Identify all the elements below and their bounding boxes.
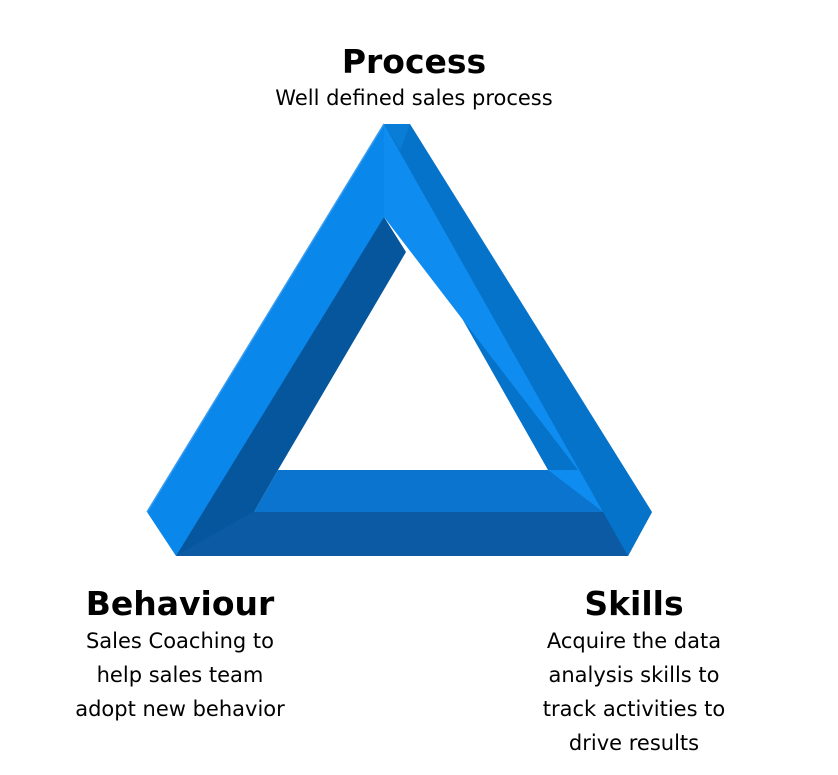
triangle-tip-face — [384, 124, 410, 150]
process-title: Process — [341, 42, 487, 81]
triangle-bottom-front-face — [176, 512, 652, 556]
skills-title: Skills — [584, 584, 684, 623]
behaviour-title: Behaviour — [85, 584, 275, 623]
behaviour-description-line: adopt new behavior — [75, 697, 285, 721]
triangle-right-side-face — [384, 124, 652, 556]
skills-description-line: analysis skills to — [548, 663, 720, 687]
triangle-bottom-top-face — [254, 470, 652, 512]
behaviour-description-line: Sales Coaching to — [85, 629, 275, 653]
skills-description-line: drive results — [568, 731, 700, 755]
triangle-left-edge-highlight — [146, 123, 385, 513]
triangle-left-front-face — [147, 124, 406, 556]
behaviour-description: Sales Coaching to help sales team adopt … — [50, 624, 310, 726]
process-description: Well defined sales process — [259, 81, 569, 115]
skills-description: Acquire the data analysis skills to trac… — [518, 624, 750, 760]
process-description-line: Well defined sales process — [275, 86, 553, 110]
behaviour-description-line: help sales team — [96, 663, 264, 687]
skills-description-line: track activities to — [542, 697, 726, 721]
triangle-right-inner-face — [380, 124, 603, 512]
skills-label: Skills Acquire the data analysis skills … — [518, 584, 750, 760]
triangle-left-inner-face — [176, 217, 406, 556]
skills-description-line: Acquire the data — [546, 629, 722, 653]
process-label: Process Well defined sales process — [259, 42, 569, 115]
behaviour-label: Behaviour Sales Coaching to help sales t… — [50, 584, 310, 726]
